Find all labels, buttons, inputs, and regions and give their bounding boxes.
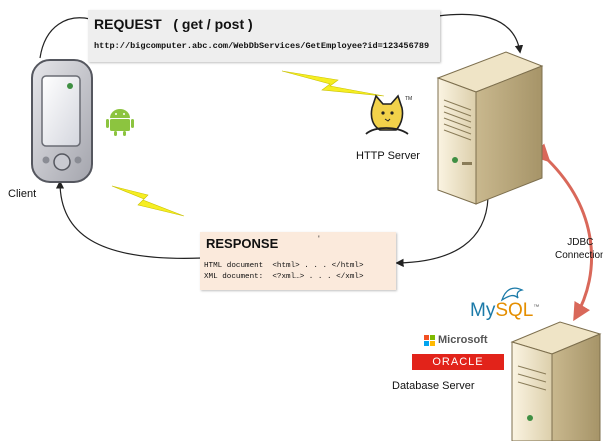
response-line-html: HTML document <html> . . . </html> xyxy=(204,262,364,270)
client-label: Client xyxy=(8,188,37,200)
microsoft-logo-text: Microsoft xyxy=(438,334,488,346)
mysql-trademark: ™ xyxy=(533,304,540,311)
microsoft-icon xyxy=(424,334,435,346)
tomcat-icon xyxy=(365,94,409,135)
phone-icon xyxy=(31,59,93,183)
mysql-dolphin-icon xyxy=(500,287,524,302)
server-tower-icon xyxy=(510,321,602,441)
microsoft-logo: Microsoft xyxy=(424,334,488,346)
response-box: RESPONSE ' HTML document <html> . . . </… xyxy=(200,232,396,290)
lightning-icon xyxy=(281,70,385,97)
jdbc-connection-arrow xyxy=(531,143,593,322)
request-box: REQUEST ( get / post ) http://bigcompute… xyxy=(88,10,440,62)
database-server-label: Database Server xyxy=(392,380,475,392)
response-line-xml: XML document: <?xml…> . . . </xml> xyxy=(204,273,364,281)
lightning-icon xyxy=(111,185,185,217)
mysql-logo-my: My xyxy=(470,300,496,321)
oracle-logo: ORACLE xyxy=(412,354,504,370)
request-url: http://bigcomputer.abc.com/WebDbServices… xyxy=(94,41,430,51)
request-title: REQUEST ( get / post ) xyxy=(94,16,253,32)
http-server-label: HTTP Server xyxy=(356,150,420,162)
jdbc-connection-label: JDBC Connection xyxy=(555,236,603,262)
jdbc-label-line2: Connection xyxy=(555,250,603,261)
response-tick-mark: ' xyxy=(318,234,320,244)
response-arrow-end xyxy=(55,180,203,259)
request-arrow-end xyxy=(437,13,524,54)
android-icon xyxy=(106,109,134,136)
request-arrow-start xyxy=(39,17,91,59)
response-title: RESPONSE xyxy=(206,236,279,251)
mysql-logo-sql: SQL xyxy=(495,300,534,321)
mysql-logo: MySQL™ xyxy=(470,300,539,322)
response-arrow-start xyxy=(395,197,489,268)
tomcat-trademark: TM xyxy=(405,96,412,102)
server-tower-icon xyxy=(436,51,544,205)
jdbc-label-line1: JDBC xyxy=(567,237,594,248)
